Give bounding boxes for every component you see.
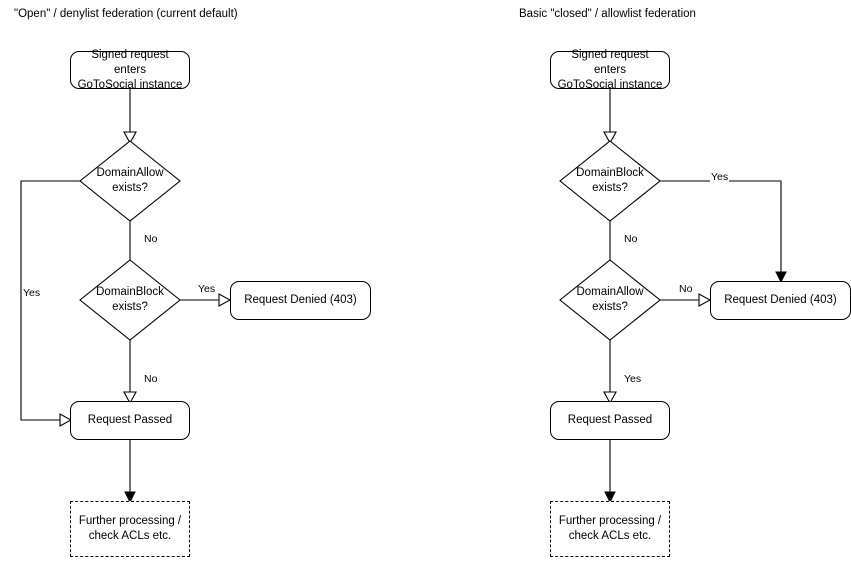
edge-label-block-no-denylist: No: [143, 373, 159, 385]
arrowhead-block-yes-to-denied: [218, 293, 232, 307]
node-label: Request Denied (403): [724, 294, 837, 306]
node-domainallow-decision-allowlist[interactable]: DomainAllow exists?: [559, 259, 661, 341]
edge-label-allow-yes-denylist: Yes: [22, 287, 42, 299]
diagram-title-allowlist: Basic "closed" / allowlist federation: [519, 8, 696, 20]
node-signed-request-denylist[interactable]: Signed request enters GoToSocial instanc…: [70, 49, 190, 91]
diagram-title-denylist: "Open" / denylist federation (current de…: [14, 8, 238, 20]
edge-block-yes-to-denied-r: [660, 180, 782, 275]
node-label: Signed request enters GoToSocial instanc…: [557, 48, 663, 91]
node-label: Further processing / check ACLs etc.: [78, 515, 182, 542]
arrowhead-allow-no-to-denied-r: [698, 293, 712, 307]
node-label: Signed request enters GoToSocial instanc…: [77, 48, 183, 91]
node-label: Request Denied (403): [244, 294, 357, 306]
node-label: Request Passed: [87, 414, 173, 426]
node-domainblock-decision-allowlist[interactable]: DomainBlock exists?: [559, 140, 661, 222]
edge-label-block-yes-denylist: Yes: [197, 283, 217, 295]
edge-label-block-no-allowlist: No: [623, 233, 639, 245]
node-signed-request-allowlist[interactable]: Signed request enters GoToSocial instanc…: [550, 49, 670, 91]
node-request-denied-denylist[interactable]: Request Denied (403): [230, 281, 371, 320]
node-request-denied-allowlist[interactable]: Request Denied (403): [710, 281, 851, 320]
node-further-processing-denylist[interactable]: Further processing / check ACLs etc.: [70, 501, 190, 557]
node-further-processing-allowlist[interactable]: Further processing / check ACLs etc.: [550, 501, 670, 557]
node-request-passed-allowlist[interactable]: Request Passed: [550, 401, 670, 440]
edge-label-allow-yes-allowlist: Yes: [623, 373, 643, 385]
node-request-passed-denylist[interactable]: Request Passed: [70, 401, 190, 440]
edge-allow-yes-to-passed: [20, 180, 80, 421]
node-domainallow-decision-denylist[interactable]: DomainAllow exists?: [79, 140, 181, 222]
node-label: Further processing / check ACLs etc.: [558, 515, 662, 542]
node-domainblock-decision-denylist[interactable]: DomainBlock exists?: [79, 259, 181, 341]
node-label: Request Passed: [567, 414, 653, 426]
edge-label-allow-no-denylist: No: [143, 233, 159, 245]
edge-label-block-yes-allowlist: Yes: [710, 171, 730, 183]
edge-label-allow-no-allowlist: No: [678, 283, 694, 295]
